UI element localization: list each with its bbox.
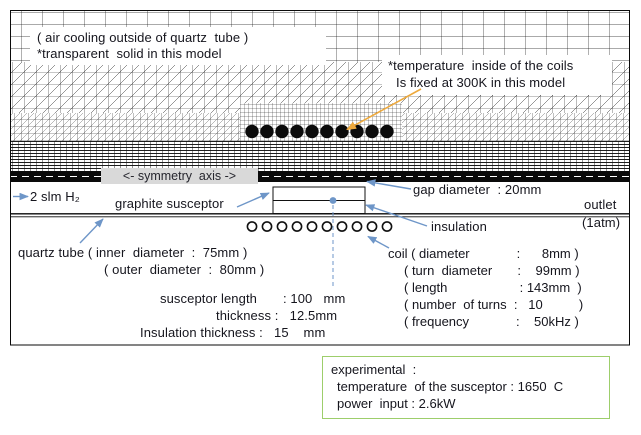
annotation-arrows <box>13 179 428 249</box>
insulation-thickness-label: Insulation thickness : 15 mm <box>140 325 326 340</box>
symmetry-axis-label: <- symmetry axis -> <box>101 168 258 184</box>
coil-spec-turns: ( number of turns : 10 ) <box>404 297 584 312</box>
coil-spec-length: ( length : 143mm ) <box>404 280 582 295</box>
coil-spec-turn-diameter: ( turn diameter : 99mm ) <box>404 263 580 278</box>
insulation-label: insulation <box>431 219 487 234</box>
coil-dots-in-mesh <box>245 124 394 139</box>
coil-arrow <box>367 235 390 249</box>
center-marker-dot <box>329 197 337 204</box>
coil-temperature-note-line1: *temperature inside of the coils <box>388 58 574 73</box>
reactor-schematic <box>10 186 630 289</box>
outlet-label: outlet <box>584 197 617 212</box>
experimental-title: experimental : <box>331 362 417 377</box>
air-cooling-note-line1: ( air cooling outside of quartz tube ) <box>37 30 249 45</box>
outlet-pressure-label: (1atm) <box>582 215 621 230</box>
gap-diameter-label: gap diameter : 20mm <box>413 182 542 197</box>
susceptor-length-label: susceptor length : 100 mm <box>160 291 346 306</box>
coil-spec-block: coil ( diameter : 8mm ) ( turn diameter … <box>388 245 583 330</box>
experimental-box: experimental : temperature of the suscep… <box>322 356 610 419</box>
experimental-temperature: temperature of the susceptor : 1650 C <box>337 379 564 394</box>
symmetry-axis-band <box>10 171 630 182</box>
domain-frame <box>10 10 630 346</box>
susceptor-thickness-label: thickness : 12.5mm <box>216 308 338 323</box>
insulation-arrow <box>365 204 428 227</box>
finite-element-mesh <box>10 10 630 182</box>
coil-spec-diameter: coil ( diameter : 8mm ) <box>388 246 579 261</box>
inlet-label: 2 slm H₂ <box>30 189 80 204</box>
quartz-tube-label-line2: ( outer diameter : 80mm ) <box>104 262 265 277</box>
gap-diameter-arrow <box>366 179 412 190</box>
coil-spec-frequency: ( frequency : 50kHz ) <box>404 314 579 329</box>
quartz-tube-arrow <box>79 218 104 244</box>
air-cooling-note-line2: *transparent solid in this model <box>37 46 222 61</box>
quartz-tube-label-line1: quartz tube ( inner diameter : 75mm ) <box>18 245 248 260</box>
graphite-susceptor-arrow <box>236 192 270 208</box>
coil-temperature-arrow <box>346 88 422 131</box>
experimental-power-input: power input : 2.6kW <box>337 396 456 411</box>
coil-temperature-note-line2: Is fixed at 300K in this model <box>396 75 566 90</box>
graphite-susceptor-label: graphite susceptor <box>115 196 224 211</box>
coil-turn-circles <box>246 221 393 232</box>
